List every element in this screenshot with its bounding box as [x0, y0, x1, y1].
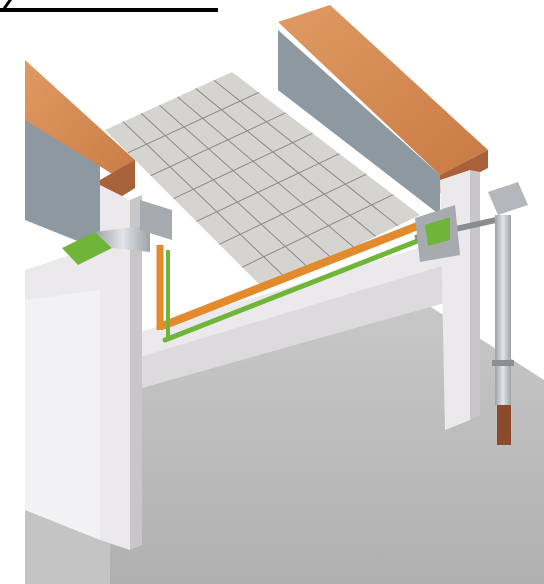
- tile-grout-line: [127, 91, 260, 154]
- pipe-clamp-icon: [492, 360, 514, 366]
- downpipe-icon: [488, 182, 528, 445]
- left-drain-outlet-icon: [140, 200, 172, 240]
- orange-drain-pipe: [161, 221, 424, 329]
- tile-grout-line: [150, 112, 286, 177]
- tile-grid: [122, 79, 399, 280]
- tile-grout-line: [177, 96, 354, 248]
- header-rule: [0, 0, 218, 12]
- tile-grout-line: [241, 194, 394, 268]
- tile-grout-line: [140, 113, 310, 269]
- right-drain-outlet-icon: [415, 205, 460, 262]
- tile-grout-line: [196, 153, 340, 222]
- tile-grout-line: [159, 104, 332, 259]
- header-rule-line: [0, 8, 218, 12]
- tile-grout-line: [173, 132, 313, 200]
- tile-grout-line: [213, 79, 399, 227]
- left-grate-icon: [62, 225, 150, 265]
- green-drain-pipe: [162, 237, 423, 343]
- left-wall: [25, 60, 135, 250]
- tile-grout-line: [195, 88, 377, 237]
- tile-grout-line: [219, 173, 367, 245]
- tile-grout-line: [122, 121, 288, 280]
